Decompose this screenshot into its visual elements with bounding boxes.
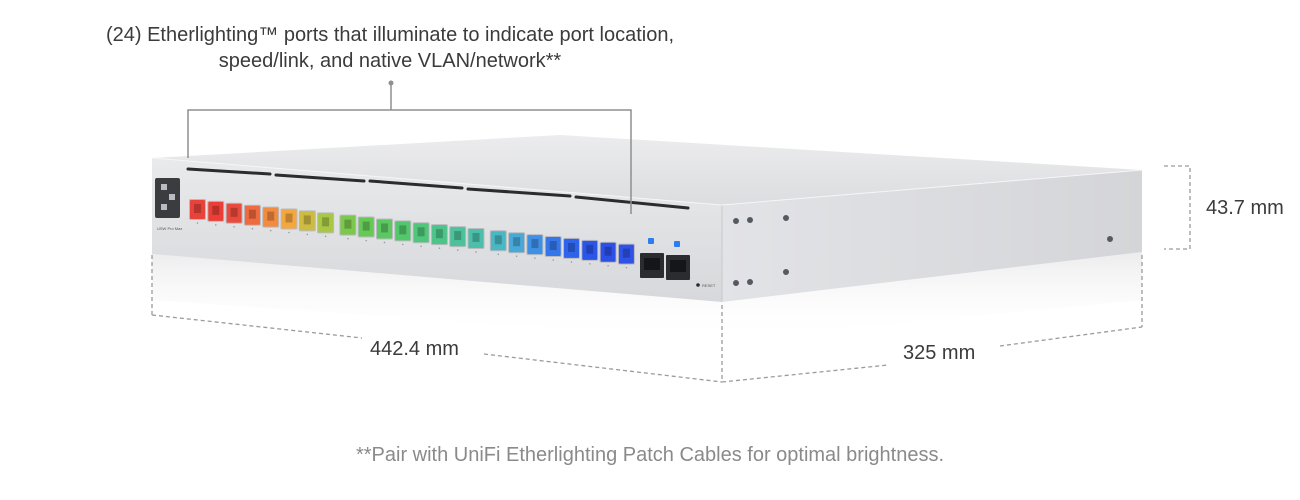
rj45-port bbox=[225, 202, 243, 228]
port-etherlight-led bbox=[618, 244, 634, 264]
rj45-port bbox=[298, 210, 316, 236]
rj45-port bbox=[617, 243, 635, 269]
port-etherlight-led bbox=[413, 223, 429, 243]
rj45-port bbox=[243, 204, 261, 230]
port-etherlight-led bbox=[582, 240, 598, 260]
rj45-port bbox=[280, 208, 298, 234]
callout-line-2: speed/link, and native VLAN/network** bbox=[218, 50, 562, 72]
port-etherlight-led bbox=[377, 219, 392, 239]
depth-dimension-label: 325 mm bbox=[903, 342, 976, 364]
front-vent-slots bbox=[186, 167, 690, 210]
device-top-surface bbox=[152, 135, 1142, 205]
port-etherlight-led bbox=[468, 228, 484, 248]
callout-bracket bbox=[187, 82, 632, 214]
sfp-led-1 bbox=[648, 238, 654, 244]
port-etherlight-led bbox=[281, 209, 297, 229]
port-etherlight-led bbox=[450, 227, 466, 247]
port-etherlight-led bbox=[600, 242, 616, 262]
rj45-port bbox=[357, 216, 375, 242]
sfp-port-group: RESET bbox=[640, 238, 716, 288]
port-etherlight-led bbox=[509, 233, 525, 253]
port-etherlight-led bbox=[299, 211, 315, 231]
rj45-port bbox=[317, 212, 335, 238]
dimension-lines bbox=[151, 165, 1191, 383]
rj45-port bbox=[526, 234, 544, 259]
rj45-port-group bbox=[189, 199, 635, 269]
callout-dot bbox=[388, 80, 394, 86]
rj45-port bbox=[599, 241, 617, 267]
rj45-port bbox=[189, 199, 206, 224]
port-etherlight-led bbox=[527, 235, 543, 255]
rj45-port bbox=[430, 224, 448, 249]
rj45-port bbox=[449, 226, 467, 251]
etherlighting-callout: (24) Etherlighting™ ports that illuminat… bbox=[60, 22, 720, 74]
rj45-port bbox=[489, 230, 507, 256]
width-dimension-label: 442.4 mm bbox=[370, 338, 459, 360]
rj45-port bbox=[394, 220, 412, 246]
port-etherlight-led bbox=[190, 200, 205, 219]
height-dimension-label: 43.7 mm bbox=[1206, 197, 1284, 219]
port-etherlight-led bbox=[263, 207, 279, 227]
port-etherlight-led bbox=[564, 238, 579, 258]
rj45-port bbox=[563, 237, 580, 263]
rj45-port bbox=[262, 206, 280, 232]
sfp-led-2 bbox=[674, 241, 680, 247]
port-etherlight-led bbox=[208, 201, 224, 221]
port-etherlight-led bbox=[358, 217, 374, 237]
port-etherlight-led bbox=[545, 237, 561, 257]
port-etherlight-led bbox=[340, 215, 356, 235]
port-etherlight-led bbox=[226, 203, 242, 223]
port-etherlight-led bbox=[395, 221, 411, 241]
rj45-port bbox=[207, 200, 225, 226]
rj45-port bbox=[544, 236, 562, 261]
port-etherlight-led bbox=[318, 213, 334, 233]
port-etherlight-led bbox=[490, 231, 506, 251]
port-etherlight-led bbox=[244, 205, 260, 225]
rj45-port bbox=[581, 239, 599, 265]
reset-button bbox=[696, 283, 700, 287]
footnote: **Pair with UniFi Etherlighting Patch Ca… bbox=[355, 444, 945, 466]
rj45-port bbox=[467, 227, 485, 253]
side-screws bbox=[733, 215, 1113, 286]
callout-line-1: (24) Etherlighting™ ports that illuminat… bbox=[105, 24, 675, 46]
rj45-port bbox=[412, 222, 430, 248]
rj45-port bbox=[339, 214, 357, 240]
rj45-port bbox=[376, 218, 393, 244]
device-logo-text: USW Pro Max bbox=[157, 226, 182, 231]
port-etherlight-led bbox=[431, 225, 447, 245]
reset-label: RESET bbox=[702, 283, 716, 288]
device-reflection bbox=[152, 252, 1142, 340]
rj45-port bbox=[508, 232, 526, 258]
front-display: USW Pro Max bbox=[155, 178, 182, 231]
device-side-panel bbox=[722, 170, 1142, 302]
